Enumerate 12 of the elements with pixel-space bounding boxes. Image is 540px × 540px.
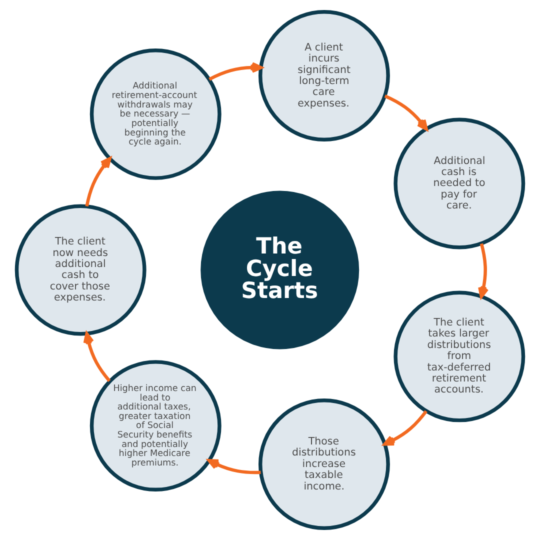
node-circle: The client takes larger distributions from tax-deferred retirement accounts. bbox=[394, 290, 526, 422]
node-circle: The client now needs additional cash to cover those expenses. bbox=[14, 204, 146, 336]
arrow bbox=[85, 157, 112, 207]
node-circle: The Cycle Starts bbox=[200, 190, 360, 350]
node-circle: Additional retirement-account withdrawals may be necessary — potentially beginning the cycle again. bbox=[90, 48, 222, 180]
arrow bbox=[208, 62, 262, 81]
arrow bbox=[83, 332, 111, 382]
arrow bbox=[478, 243, 489, 298]
arrow bbox=[208, 459, 261, 474]
arrow bbox=[384, 94, 428, 130]
node-circle: Those distributions increase taxable income. bbox=[258, 398, 390, 530]
node-circle: A client incurs significant long-term care expenses. bbox=[258, 10, 390, 142]
